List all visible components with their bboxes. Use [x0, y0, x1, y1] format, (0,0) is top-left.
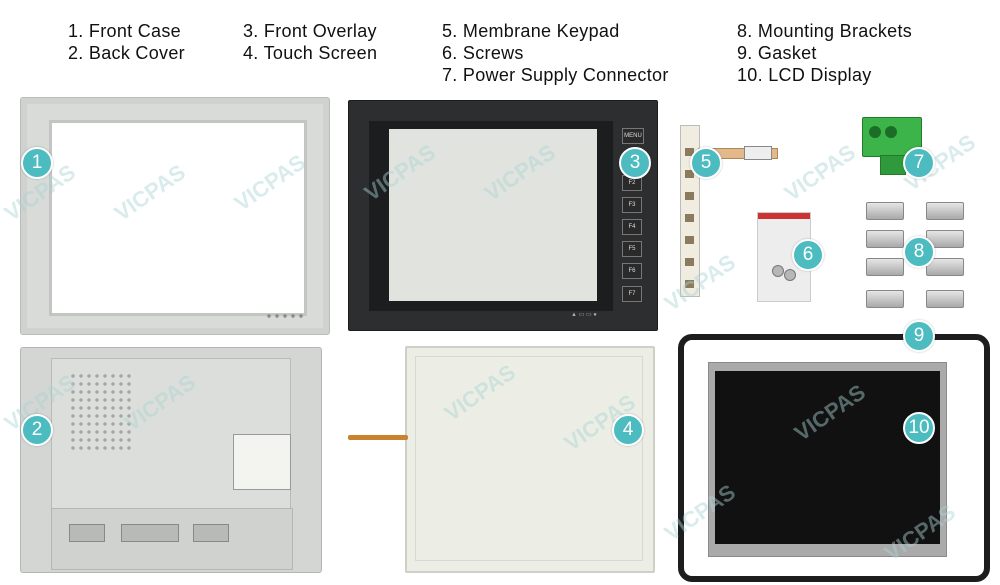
legend-item-gasket: 9. Gasket — [737, 43, 817, 63]
legend-item-screws: 6. Screws — [442, 43, 524, 63]
screws-bag-image — [757, 212, 811, 302]
power-connector-plug — [880, 155, 906, 175]
marker-2: 2 — [21, 414, 53, 446]
legend-item-touch-screen: 4. Touch Screen — [243, 43, 378, 63]
legend-column-1: 1. Front Case 2. Back Cover — [68, 20, 185, 64]
legend-column-4: 8. Mounting Brackets 9. Gasket 10. LCD D… — [737, 20, 912, 86]
overlay-key-f7: F7 — [622, 286, 642, 302]
legend-column-3: 5. Membrane Keypad 6. Screws 7. Power Su… — [442, 20, 669, 86]
mounting-bracket — [866, 230, 904, 248]
touch-screen-flex-cable — [348, 435, 408, 440]
legend-item-lcd-display: 10. LCD Display — [737, 65, 872, 85]
legend-item-back-cover: 2. Back Cover — [68, 43, 185, 63]
mounting-bracket — [866, 290, 904, 308]
watermark: VICPAS — [659, 249, 740, 316]
mounting-bracket — [926, 290, 964, 308]
marker-5: 5 — [690, 147, 722, 179]
marker-4: 4 — [612, 414, 644, 446]
mounting-bracket — [926, 258, 964, 276]
back-cover-image — [20, 347, 322, 573]
marker-10: 10 — [903, 412, 935, 444]
marker-7: 7 — [903, 147, 935, 179]
legend-item-power-supply-connector: 7. Power Supply Connector — [442, 65, 669, 85]
front-case-image — [20, 97, 330, 335]
marker-9: 9 — [903, 320, 935, 352]
marker-3: 3 — [619, 147, 651, 179]
membrane-connector — [744, 146, 772, 160]
touch-screen-image — [405, 346, 655, 573]
overlay-key-menu: MENU — [622, 128, 644, 144]
mounting-bracket — [866, 202, 904, 220]
marker-8: 8 — [903, 236, 935, 268]
gasket-image — [678, 334, 990, 582]
overlay-key-f5: F5 — [622, 241, 642, 257]
legend-item-front-overlay: 3. Front Overlay — [243, 21, 377, 41]
legend-item-mounting-brackets: 8. Mounting Brackets — [737, 21, 913, 41]
overlay-key-f4: F4 — [622, 219, 642, 235]
overlay-key-f3: F3 — [622, 197, 642, 213]
legend-item-membrane-keypad: 5. Membrane Keypad — [442, 21, 620, 41]
marker-6: 6 — [792, 239, 824, 271]
mounting-bracket — [926, 202, 964, 220]
marker-1: 1 — [21, 147, 53, 179]
watermark: VICPAS — [779, 139, 860, 206]
front-overlay-image: ▲ ▭ ▭ ● — [348, 100, 658, 331]
overlay-key-f6: F6 — [622, 263, 642, 279]
legend-column-2: 3. Front Overlay 4. Touch Screen — [243, 20, 377, 64]
mounting-bracket — [866, 258, 904, 276]
lcd-display-image — [708, 362, 947, 557]
legend-item-front-case: 1. Front Case — [68, 21, 181, 41]
